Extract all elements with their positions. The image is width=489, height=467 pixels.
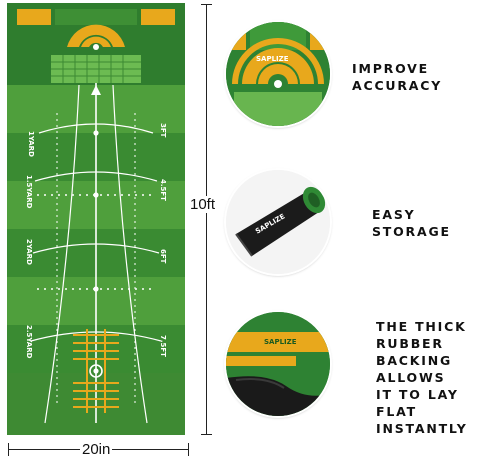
length-label: 10ft [188,196,218,213]
brand-logo-1: SAPLIZE [256,55,289,63]
left-label-2: 1.5YARD [25,175,33,209]
width-left-tick [8,443,9,456]
length-dimension-line [206,4,207,434]
feature-text-storage: EASY STORAGE [372,207,451,239]
left-label-3: 2YARD [25,239,33,265]
backing-closeup-image: SAPLIZE [226,312,330,416]
width-label: 20in [80,441,113,458]
right-label-4: 7.5FT [159,335,167,357]
left-label-1: 1YARD [27,131,35,157]
brand-logo-3: SAPLIZE [264,338,297,346]
accuracy-closeup-image: SAPLIZE [226,22,330,126]
right-label-3: 6FT [159,249,167,264]
right-label-2: 4.5FT [159,179,167,201]
feature-text-backing: THE THICK RUBBER BACKING ALLOWS IT TO LA… [376,319,468,436]
width-right-tick [188,443,189,456]
putting-mat: 1YARD 1.5YARD 2YARD 2.5YARD 3FT 4.5FT 6F… [7,3,185,435]
length-top-tick [201,4,212,5]
left-label-4: 2.5YARD [25,325,33,359]
feature-text-accuracy: IMPROVE ACCURACY [352,61,443,93]
storage-closeup-image: SAPLIZE [226,170,330,274]
right-label-1: 3FT [159,123,167,138]
length-bottom-tick [201,434,212,435]
